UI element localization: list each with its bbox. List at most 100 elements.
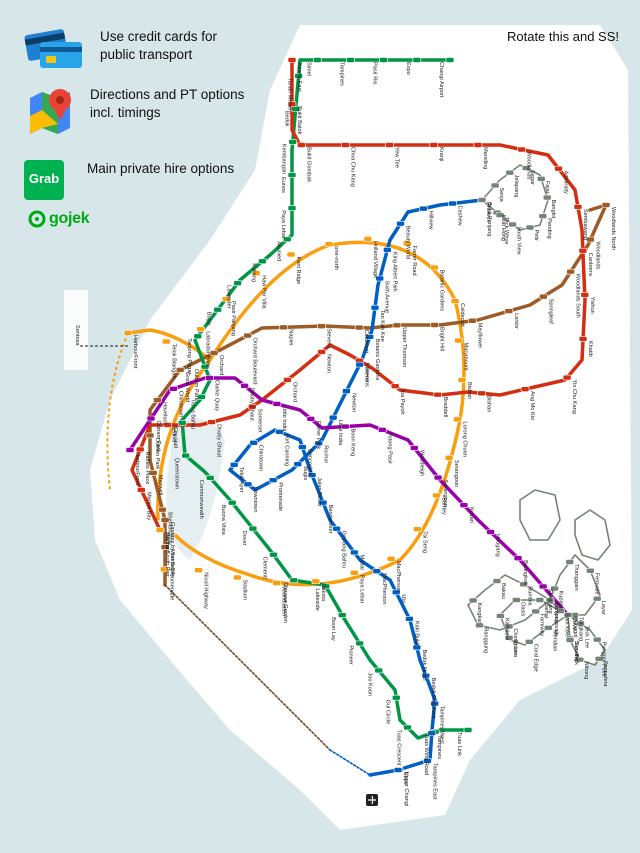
- cc-station-label: Serangoon: [453, 460, 459, 487]
- ns-station-marker: [135, 446, 145, 453]
- cc-station-label: Stadium: [241, 579, 247, 600]
- ne-station-label: Punggol: [572, 617, 578, 638]
- lrt-bp-station-marker: [490, 182, 500, 189]
- te-station-label: Orchard: [218, 355, 224, 375]
- cc-station-marker: [194, 567, 203, 574]
- ne-station-label: Woodleigh: [418, 450, 424, 476]
- cc-station-label: Telok Blangah: [170, 344, 176, 379]
- lrt-pg-station-marker: [556, 608, 565, 614]
- ns-station-label: Jurong East: [296, 62, 302, 92]
- ew-station-label: Tuas Crescent: [395, 729, 401, 766]
- te-station-marker: [279, 324, 288, 331]
- lrt-pg-station-marker: [496, 613, 505, 619]
- ew-station-label: Queenstown: [174, 458, 180, 489]
- circle-line: [156, 240, 466, 587]
- dt-station-marker: [229, 461, 239, 468]
- cc-station-marker: [160, 566, 169, 573]
- te-future-dotted: [164, 584, 331, 751]
- ne-station-label: Chinatown: [177, 391, 183, 417]
- dt-station-marker: [393, 767, 403, 773]
- ne-station-label: Hougang: [495, 534, 501, 557]
- ew-station-label: Dover: [241, 531, 247, 546]
- lrt-sk-station-label: Ranggung: [483, 627, 489, 653]
- dt-station-label: Upper Changi: [403, 772, 409, 807]
- dt-station-label: Stevens: [364, 367, 370, 387]
- ew-station-label: Gul Circle: [384, 700, 390, 725]
- dt-station-marker: [332, 525, 341, 532]
- cc-station-label: Farrer Road: [411, 246, 417, 276]
- ew-station-label: Redhill: [170, 425, 176, 442]
- circle-line-branch: [127, 328, 212, 362]
- dt-station-label: Sixth Avenue: [384, 280, 390, 313]
- lrt-sk-station-label: Thanggam: [573, 564, 579, 591]
- dt-station-label: Expo: [402, 772, 408, 785]
- tip-credit-cards-text: Use credit cards for public transport: [100, 29, 218, 62]
- ne-station-label: HarbourFront: [134, 452, 140, 486]
- dt-station-marker: [375, 275, 385, 282]
- airplane-icon: [366, 794, 378, 806]
- station-markers: [123, 57, 611, 773]
- ns-station-label: Braddell: [442, 397, 448, 418]
- ns-station-label: Bishan: [486, 395, 492, 412]
- ns-station-label: City Hall: [172, 427, 178, 448]
- ns-station-marker: [207, 419, 216, 425]
- dt-station-marker: [328, 414, 338, 421]
- tip-grab: Grab Main private hire options: [24, 160, 254, 200]
- dt-station-marker: [314, 440, 324, 447]
- north-south-line: [130, 58, 587, 532]
- lrt-bp-station-label: Jelapang: [513, 175, 519, 198]
- te-station-label: Woodlands North: [610, 207, 616, 250]
- cc-station-label: Bayfront: [164, 532, 170, 553]
- ew-station-label: Paya Lebar: [280, 210, 286, 239]
- ns-station-marker: [580, 292, 590, 298]
- ew-station-marker: [374, 667, 384, 674]
- lrt-sk-station-marker: [519, 581, 528, 588]
- lrt-pg-station-marker: [592, 636, 602, 643]
- te-station-label: Woodlands: [594, 242, 600, 270]
- dt-station-label: Promenade: [277, 482, 283, 511]
- ne-station-marker: [306, 416, 316, 422]
- ne-station-marker: [410, 445, 419, 451]
- ne-station-label: Outram Park: [155, 420, 161, 452]
- ew-station-marker: [287, 205, 297, 212]
- lrt-pg-station-label: Meridian: [551, 630, 557, 651]
- dt-station-marker: [293, 461, 303, 468]
- ne-station-label: Dhoby Ghaut: [249, 388, 255, 421]
- ns-station-marker: [578, 336, 588, 342]
- ew-station-label: Tuas Link: [456, 732, 462, 756]
- tip-grab-text: Main private hire options: [87, 161, 235, 176]
- ns-station-marker: [429, 142, 439, 148]
- te-station-marker: [467, 317, 477, 324]
- ew-station-label: Boon Lay: [330, 617, 336, 641]
- te-station-label: Great World: [184, 372, 190, 402]
- dt-station-label: Jalan Besar: [316, 477, 322, 507]
- ew-station-label: Tampines: [338, 62, 344, 86]
- te-station-label: Maxwell: [157, 475, 163, 495]
- dt-station-label: Beauty World: [405, 226, 411, 259]
- lrt-sk-station-marker: [468, 597, 478, 604]
- sentosa-label: Sentosa: [74, 325, 80, 346]
- ne-station-label: Little India: [281, 406, 287, 432]
- ew-station-label: Simei: [305, 62, 311, 76]
- ne-station-marker: [341, 423, 350, 430]
- cc-station-label: Caldecott: [459, 303, 465, 327]
- ns-station-label: Marina South Pier: [164, 532, 170, 577]
- lrt-sk-station-label: Tongkang: [578, 617, 584, 641]
- lrt-bp-station-label: Pending: [546, 218, 552, 239]
- ew-station-label: Eunos: [280, 177, 286, 193]
- lrt-pg-station-marker: [512, 597, 521, 603]
- ew-station-marker: [403, 724, 412, 731]
- lrt-bp-station-marker: [495, 212, 505, 218]
- te-station-label: Woodlands South: [575, 274, 581, 318]
- ew-station-label: Expo: [405, 62, 411, 75]
- cc-station-label: Botanic Gardens: [438, 270, 444, 312]
- te-station-marker: [354, 324, 364, 331]
- te-station-label: Napier: [288, 329, 294, 346]
- dt-station-label: Tampines: [436, 735, 442, 759]
- cc-station-label: Bartley: [441, 497, 447, 515]
- dt-station-marker: [249, 439, 258, 446]
- dt-station-marker: [275, 428, 284, 435]
- ew-station-marker: [287, 172, 297, 178]
